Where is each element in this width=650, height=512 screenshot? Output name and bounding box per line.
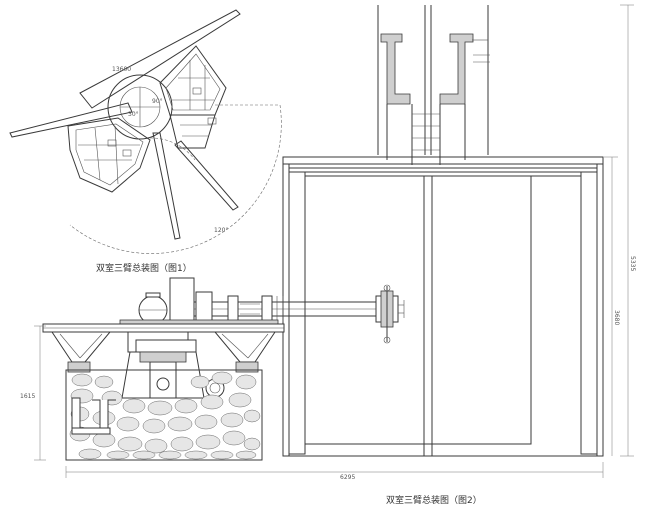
radius-label: 13600: [112, 66, 131, 73]
dim-total-height: 5335: [629, 256, 636, 271]
sweep-arc-large: [69, 104, 282, 254]
angle-label-30: 30°: [128, 111, 139, 118]
dim-base-height: 1615: [20, 393, 35, 400]
figure1-caption: 双室三臂总装图（图1）: [96, 262, 192, 274]
figure1-top-view: 13600 30° 90° 120° 双室三臂总装图（图1）: [9, 9, 282, 274]
chamber-upper-right: [159, 45, 227, 149]
figure2-elevation: 5335 3680 1615 6295 双室三臂总装图（图2）: [20, 4, 636, 506]
chamber-lower-left: [67, 117, 151, 193]
base-platform: [42, 323, 285, 399]
top-duct: [377, 5, 490, 165]
foundation: [65, 369, 263, 461]
figure2-caption: 双室三臂总装图（图2）: [386, 494, 482, 506]
dim-total-width: 6295: [340, 474, 355, 481]
chamber-frame: [282, 156, 604, 457]
angle-label-90: 90°: [152, 98, 163, 105]
angle-label-120: 120°: [214, 227, 228, 234]
arm-shaft: [190, 284, 405, 344]
sweep-arc-small: [149, 137, 196, 161]
dim-chamber-height: 3680: [613, 310, 620, 325]
dimension-lines: [34, 4, 634, 478]
